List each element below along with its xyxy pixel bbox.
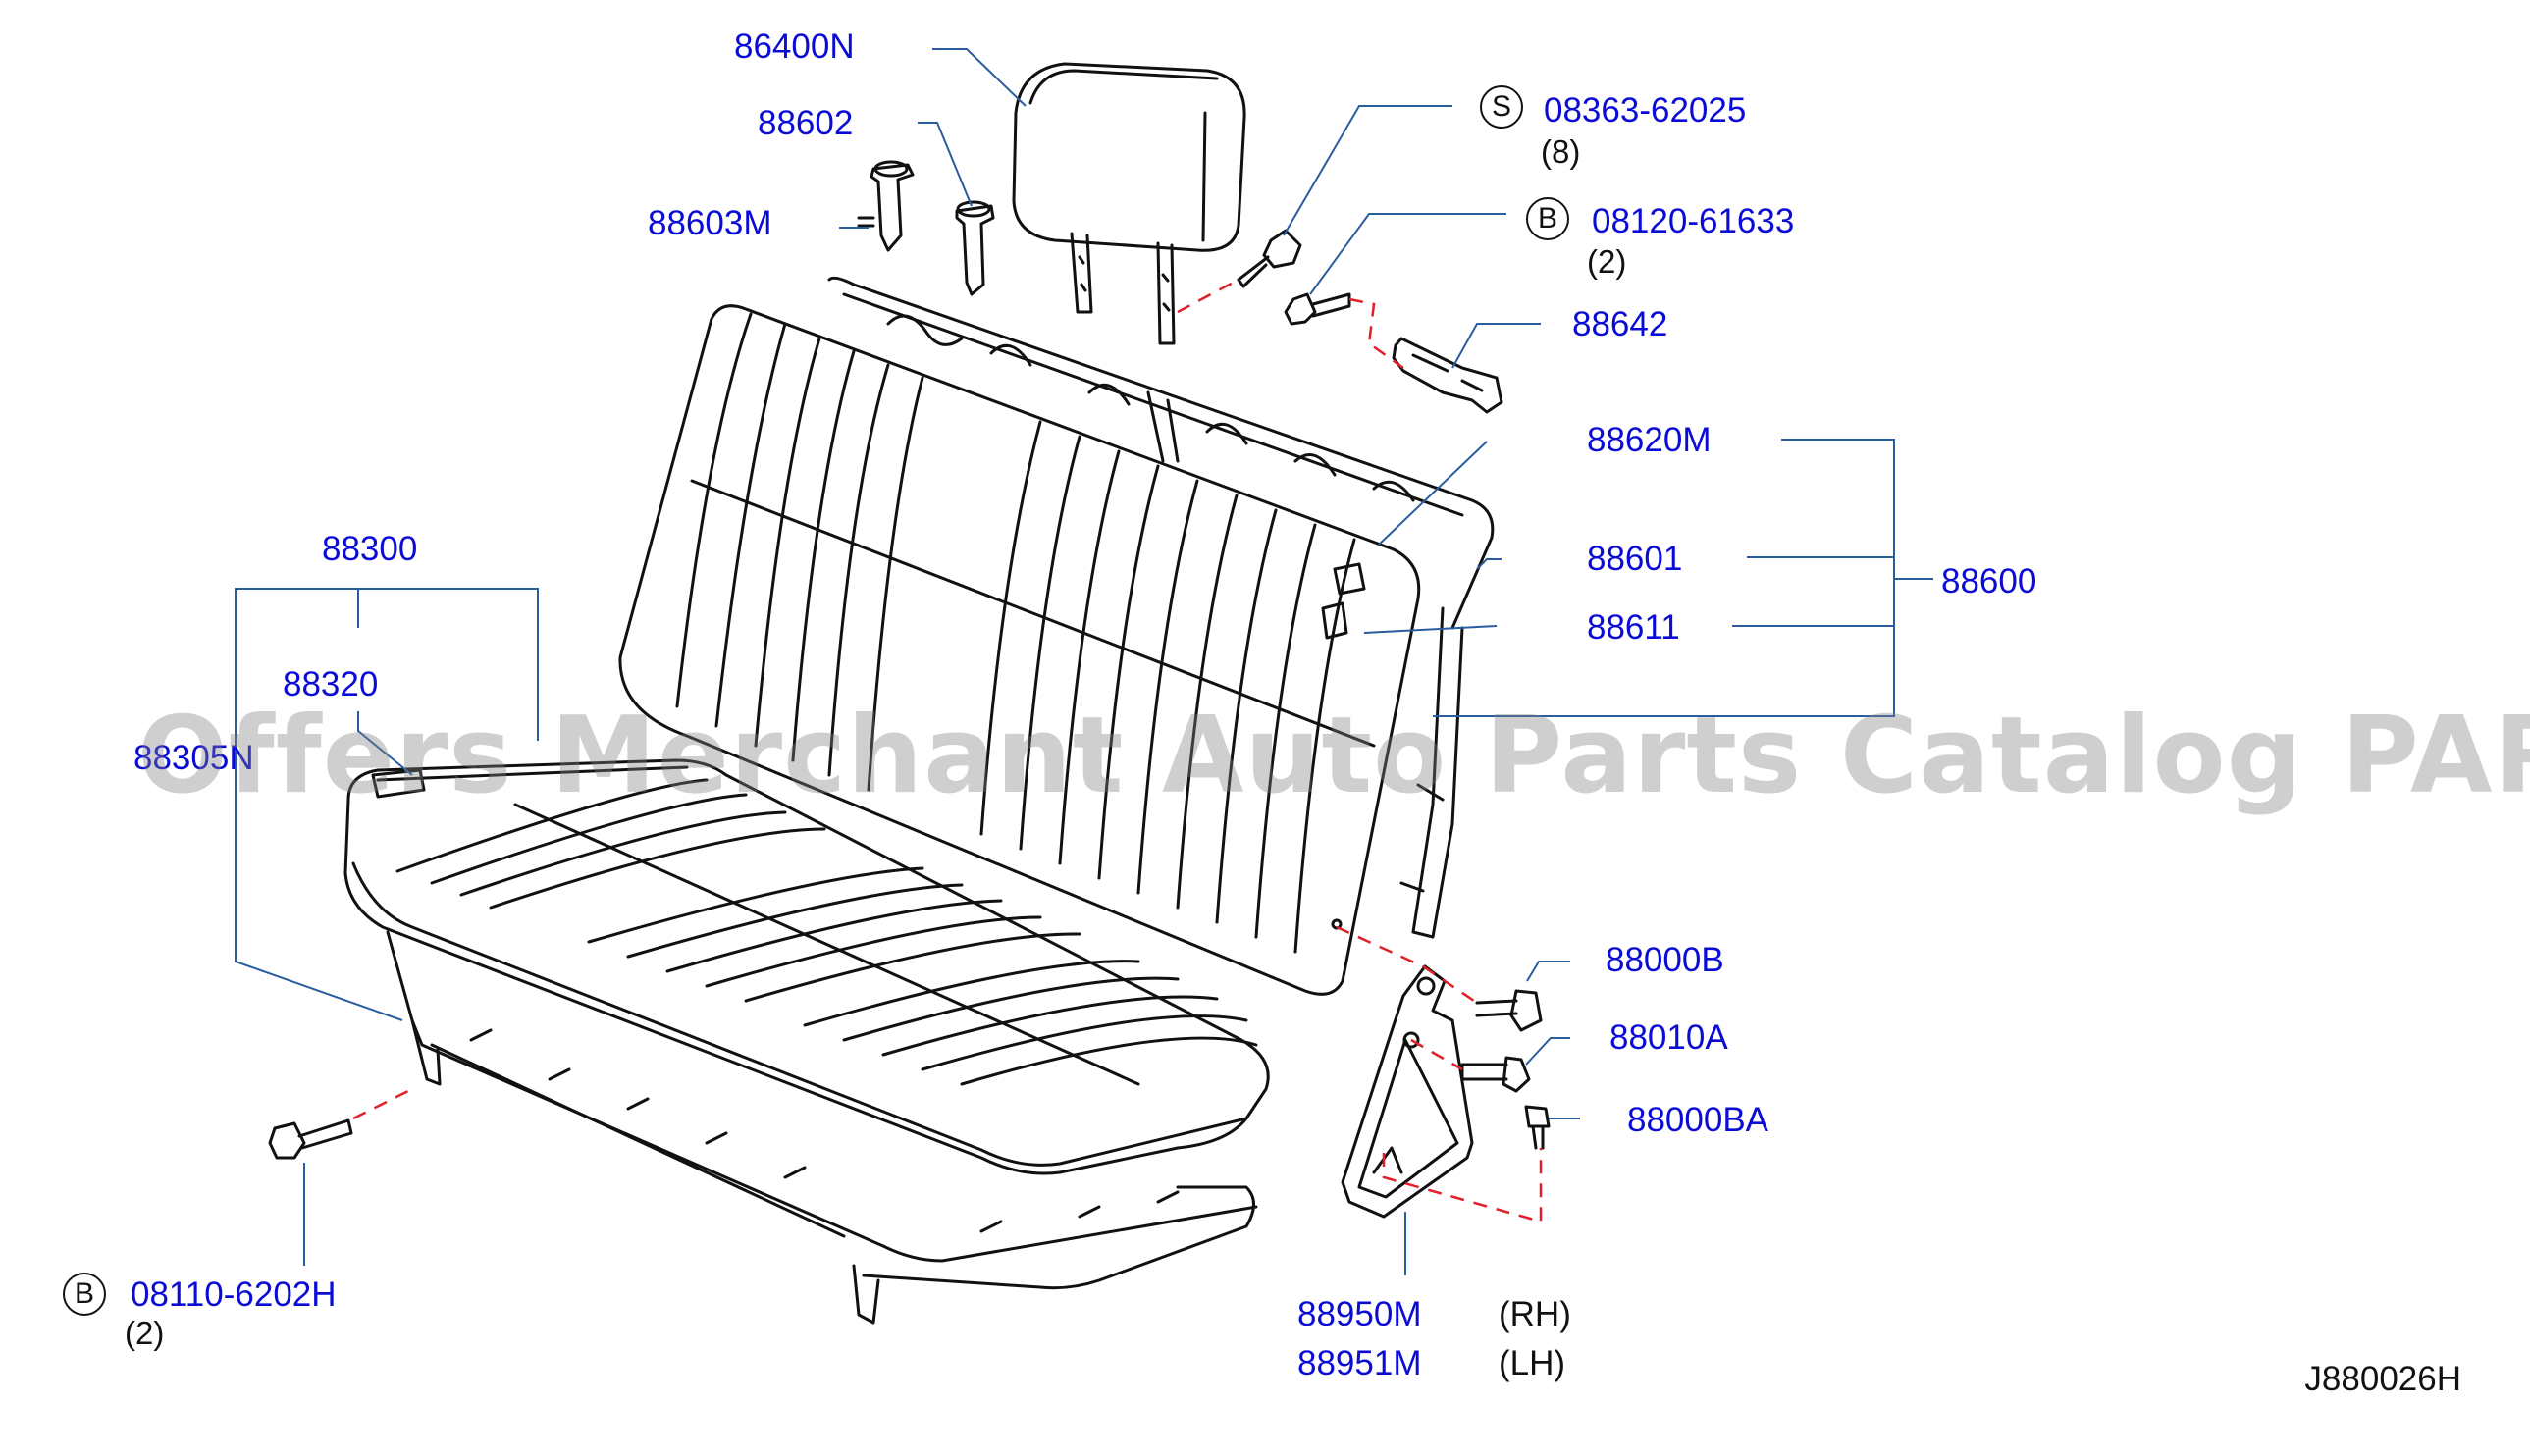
label-88000b: 88000B (1606, 941, 1724, 979)
seat-cushion (343, 758, 1270, 1175)
label-88611: 88611 (1587, 608, 1680, 647)
label-08363-62025: 08363-62025 (1544, 91, 1747, 130)
label-88950m: 88950M (1297, 1295, 1422, 1333)
leader-lines (235, 48, 1933, 1275)
label-88620m: 88620M (1587, 421, 1712, 459)
qty-08120-61633: (2) (1587, 243, 1627, 280)
seat-back-frame (827, 276, 1495, 939)
label-lh: (LH) (1499, 1344, 1566, 1382)
badge-b-2: B (63, 1273, 106, 1316)
label-88603m: 88603M (648, 204, 772, 242)
diagram-code: J880026H (2304, 1360, 2461, 1398)
seat-cushion-frame (386, 930, 1258, 1325)
label-86400n: 86400N (734, 27, 855, 66)
label-88601: 88601 (1587, 540, 1683, 578)
qty-08363-62025: (8) (1541, 133, 1581, 170)
label-88600: 88600 (1941, 562, 2037, 600)
label-88300: 88300 (322, 530, 418, 568)
seat-back-cushion (618, 304, 1421, 996)
seat-back-bracket (1341, 964, 1474, 1219)
label-88642: 88642 (1572, 305, 1668, 343)
label-08110-6202h: 08110-6202H (131, 1275, 337, 1314)
watermark: Offers Merchant Auto Parts Catalog PARTS… (137, 695, 2530, 817)
label-88305n: 88305N (133, 739, 254, 777)
qty-08110-6202h: (2) (125, 1315, 165, 1351)
badge-b-1: B (1526, 197, 1569, 240)
label-88951m: 88951M (1297, 1344, 1422, 1382)
label-88010a: 88010A (1609, 1018, 1728, 1057)
label-88320: 88320 (283, 665, 379, 703)
label-08120-61633: 08120-61633 (1592, 202, 1795, 240)
label-88602: 88602 (758, 104, 854, 142)
installation-dashes (352, 278, 1543, 1223)
headrest-guide-clips (857, 160, 995, 296)
label-88000ba: 88000BA (1627, 1101, 1769, 1139)
label-rh: (RH) (1499, 1295, 1571, 1333)
headrest (1012, 62, 1246, 345)
badge-s-1: S (1480, 85, 1523, 129)
